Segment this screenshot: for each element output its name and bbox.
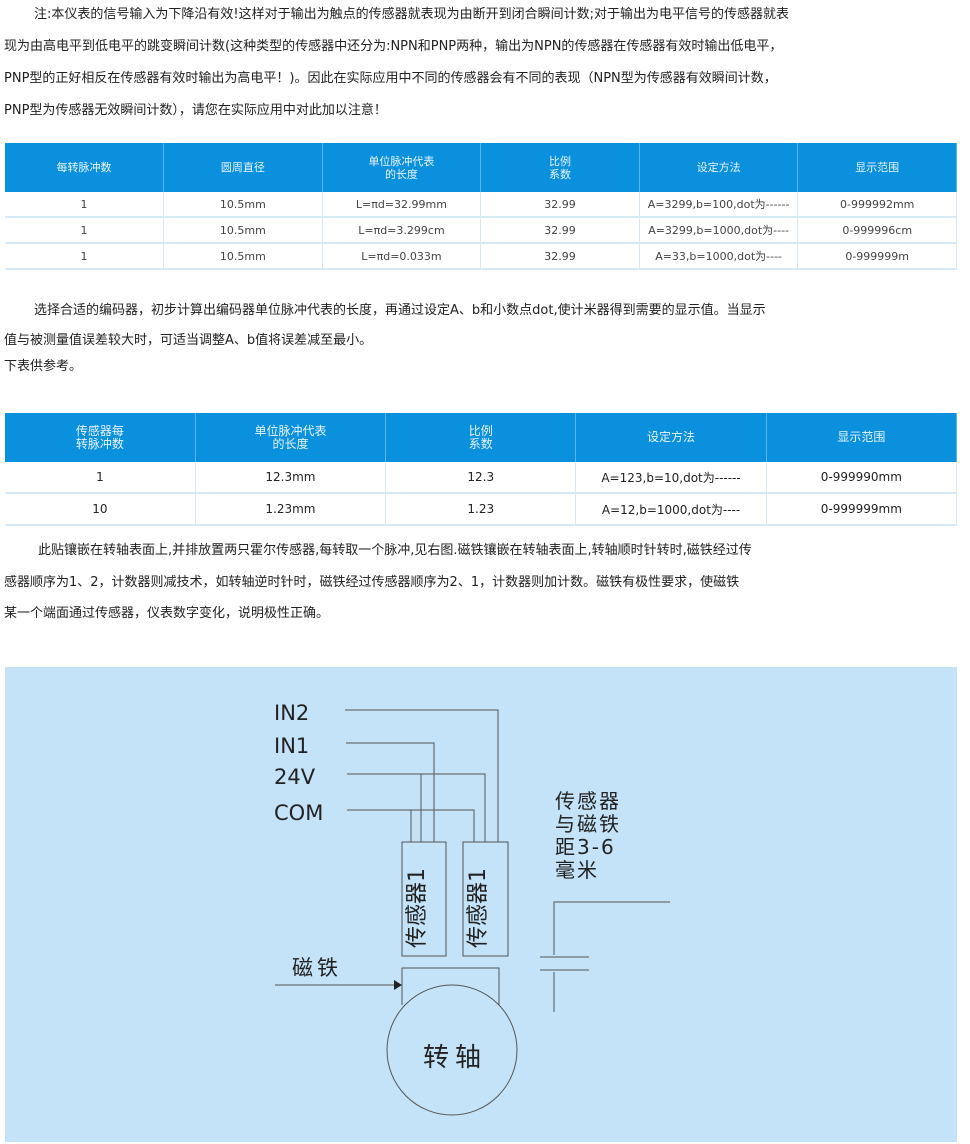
label-in1: IN1 xyxy=(274,734,309,758)
note-line: PNP型的正好相反在传感器有效时输出为高电平！)。因此在实际应用中不同的传感器会… xyxy=(4,71,777,86)
shaft-label: 转轴 xyxy=(423,1043,487,1073)
table-cell: L=πd=3.299cm xyxy=(322,217,482,244)
column-header: 显示范围 xyxy=(766,413,958,462)
column-header: 传感器每 转脉冲数 xyxy=(5,413,196,462)
label-24v: 24V xyxy=(274,765,316,789)
table-cell: 1.23mm xyxy=(195,493,387,526)
sensor-2-box xyxy=(462,841,509,957)
column-header: 设定方法 xyxy=(639,143,799,192)
table-cell: 0-999999mm xyxy=(766,493,958,526)
magnet-label: 磁铁 xyxy=(292,956,342,980)
para-line: 感器顺序为1、2，计数器则减技术，如转轴逆时针时，磁铁经过传感器顺序为2、1，计… xyxy=(4,575,740,590)
gap-note-line: 传感器 xyxy=(555,789,621,813)
column-header: 显示范围 xyxy=(797,143,957,192)
table-cell: A=3299,b=1000,dot为---- xyxy=(639,217,799,244)
table-cell: 32.99 xyxy=(480,217,640,244)
in2-wire xyxy=(345,709,499,842)
table-cell: 32.99 xyxy=(480,243,640,270)
table-cell: A=33,b=1000,dot为---- xyxy=(639,243,799,270)
note-line: 注:本仪表的信号输入为下降沿有效!这样对于输出为触点的传感器就表现为由断开到闭合… xyxy=(34,7,789,22)
column-header: 圆周直径 xyxy=(163,143,323,192)
table-cell: 0-999999m xyxy=(797,243,957,270)
in1-wire xyxy=(346,742,435,842)
24v-wire xyxy=(347,773,486,842)
table-cell: A=123,b=10,dot为------ xyxy=(575,462,767,494)
table-cell: 12.3mm xyxy=(195,462,387,494)
column-header: 单位脉冲代表 的长度 xyxy=(322,143,482,192)
table-cell: 1 xyxy=(5,217,165,244)
table-cell: 10.5mm xyxy=(163,217,323,244)
magnet-arrow-head-icon xyxy=(394,980,402,990)
column-header: 单位脉冲代表 的长度 xyxy=(195,413,387,462)
label-com: COM xyxy=(274,801,323,825)
table-cell: 0-999996cm xyxy=(797,217,957,244)
table-cell: 1 xyxy=(5,192,165,218)
para-line: 选择合适的编码器，初步计算出编码器单位脉冲代表的长度，再通过设定A、b和小数点d… xyxy=(34,303,766,318)
label-in2: IN2 xyxy=(274,701,309,725)
note-line: 现为由高电平到低电平的跳变瞬间计数(这种类型的传感器中还分为:NPN和PNP两种… xyxy=(4,39,783,54)
gap-note-line: 毫米 xyxy=(555,858,599,882)
table-cell: 12.3 xyxy=(385,462,577,494)
table-cell: L=πd=32.99mm xyxy=(322,192,482,218)
table-cell: 1.23 xyxy=(385,493,577,526)
note-line: PNP型为传感器无效瞬间计数），请您在实际应用中对此加以注意！ xyxy=(4,103,387,118)
column-header: 每转脉冲数 xyxy=(5,143,165,192)
table-cell: 1 xyxy=(5,243,165,270)
table-cell: 10.5mm xyxy=(163,243,323,270)
column-header: 比例 系数 xyxy=(480,143,640,192)
sensor-2-label: 传感器1 xyxy=(466,868,491,948)
shaft-circle xyxy=(386,984,518,1116)
para-line: 下表供参考。 xyxy=(4,359,83,374)
gap-note-line: 距3-6 xyxy=(555,835,616,859)
table-cell: 0-999990mm xyxy=(766,462,958,494)
column-header: 设定方法 xyxy=(575,413,767,462)
para-line: 值与被测量值误差较大时，可适当调整A、b值将误差减至最小。 xyxy=(4,333,373,348)
com-wire xyxy=(347,809,475,842)
gap-note-line: 与磁铁 xyxy=(555,812,621,836)
magnet-outline xyxy=(401,967,500,1005)
sensor-1-label: 传感器1 xyxy=(405,868,430,948)
table-cell: 10.5mm xyxy=(163,192,323,218)
table-cell: A=3299,b=100,dot为------ xyxy=(639,192,799,218)
para-line: 此贴镶嵌在转轴表面上,并排放置两只霍尔传感器,每转取一个脉冲,见右图.磁铁镶嵌在… xyxy=(38,543,752,558)
sensor-1-box xyxy=(401,841,447,957)
table-cell: L=πd=0.033m xyxy=(322,243,482,270)
table-cell: A=12,b=1000,dot为---- xyxy=(575,493,767,526)
gap-dimension-top xyxy=(553,901,670,955)
table-cell: 1 xyxy=(5,462,196,494)
column-header: 比例 系数 xyxy=(385,413,577,462)
para-line: 某一个端面通过传感器，仪表数字变化，说明极性正确。 xyxy=(4,606,330,621)
table-cell: 32.99 xyxy=(480,192,640,218)
table-cell: 10 xyxy=(5,493,196,526)
table-cell: 0-999992mm xyxy=(797,192,957,218)
